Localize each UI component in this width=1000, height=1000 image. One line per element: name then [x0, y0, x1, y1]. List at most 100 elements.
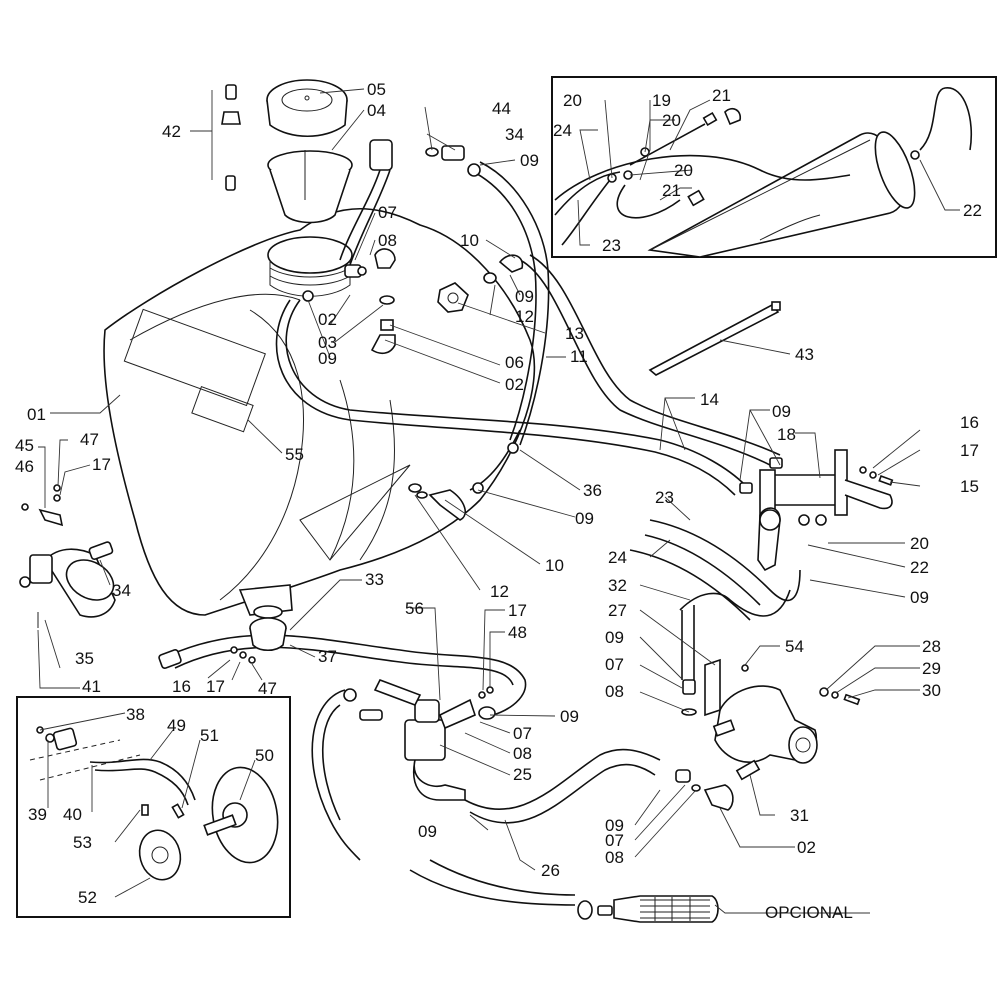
label-17: 17 — [206, 677, 225, 696]
pump — [675, 658, 861, 811]
label-50: 50 — [255, 746, 274, 765]
lid-vent-kit — [221, 84, 241, 191]
label-08: 08 — [605, 682, 624, 701]
label-10: 10 — [545, 556, 564, 575]
label-53: 53 — [73, 833, 92, 852]
label-31: 31 — [790, 806, 809, 825]
label-45: 45 — [15, 436, 34, 455]
label-49: 49 — [167, 716, 186, 735]
label-27: 27 — [608, 601, 627, 620]
label-37: 37 — [318, 647, 337, 666]
label-09: 09 — [575, 509, 594, 528]
label-51: 51 — [200, 726, 219, 745]
label-01: 01 — [27, 405, 46, 424]
agitation-fitting — [339, 139, 393, 266]
label-15: 15 — [960, 477, 979, 496]
label-12: 12 — [515, 307, 534, 326]
label-14: 14 — [700, 390, 719, 409]
callout-labels: 05 04 42 44 34 09 07 08 10 09 02 12 13 0… — [15, 80, 982, 922]
label-22: 22 — [910, 558, 929, 577]
label-42: 42 — [162, 122, 181, 141]
label-40: 40 — [63, 805, 82, 824]
filler-basket — [267, 150, 353, 224]
pressure-valve — [343, 678, 496, 801]
label-07: 07 — [513, 724, 532, 743]
label-34: 34 — [112, 581, 131, 600]
label-39: 39 — [28, 805, 47, 824]
label-23: 23 — [655, 488, 674, 507]
inset-label-20: 20 — [662, 111, 681, 130]
label-07: 07 — [605, 655, 624, 674]
label-09: 09 — [772, 402, 791, 421]
inset-label-20: 20 — [674, 161, 693, 180]
inset-label-22: 22 — [963, 201, 982, 220]
label-29: 29 — [922, 659, 941, 678]
hoses — [169, 161, 801, 906]
inset-label-24: 24 — [553, 121, 572, 140]
label-11: 11 — [570, 347, 588, 366]
inset-label-21: 21 — [662, 181, 681, 200]
label-13: 13 — [565, 324, 584, 343]
pulley-drive-inset — [16, 696, 291, 918]
label-02: 02 — [505, 375, 524, 394]
inset-label-23: 23 — [602, 236, 621, 255]
label-20: 20 — [910, 534, 929, 553]
label-32: 32 — [608, 576, 627, 595]
decal-upper — [123, 308, 266, 407]
label-36: 36 — [583, 481, 602, 500]
label-08: 08 — [605, 848, 624, 867]
label-09: 09 — [560, 707, 579, 726]
tank-lid — [266, 79, 348, 138]
label-46: 46 — [15, 457, 34, 476]
label-41: 41 — [82, 677, 101, 696]
label-09: 09 — [910, 588, 929, 607]
label-54: 54 — [785, 637, 804, 656]
label-09: 09 — [515, 287, 534, 306]
decal-lower — [191, 385, 254, 433]
line-filter — [19, 484, 116, 628]
label-44: 44 — [492, 99, 511, 118]
label-24: 24 — [608, 548, 627, 567]
label-09: 09 — [520, 151, 539, 170]
cable-tie — [648, 301, 781, 376]
label-52: 52 — [78, 888, 97, 907]
label-17: 17 — [508, 601, 527, 620]
inset-label-20: 20 — [563, 91, 582, 110]
label-25: 25 — [513, 765, 532, 784]
label-30: 30 — [922, 681, 941, 700]
label-07: 07 — [378, 203, 397, 222]
label-34: 34 — [505, 125, 524, 144]
label-09: 09 — [605, 628, 624, 647]
label-07: 07 — [605, 831, 624, 850]
inset-label-21: 21 — [712, 86, 731, 105]
label-04: 04 — [367, 101, 386, 120]
cleaning-tank-inset — [551, 76, 997, 258]
label-09: 09 — [605, 816, 624, 835]
label-08: 08 — [513, 744, 532, 763]
label-03: 03 — [318, 333, 337, 352]
label-17: 17 — [960, 441, 979, 460]
label-47: 47 — [80, 430, 99, 449]
label-43: 43 — [795, 345, 814, 364]
tank — [103, 207, 536, 619]
label-06: 06 — [505, 353, 524, 372]
label-16: 16 — [172, 677, 191, 696]
label-47: 47 — [258, 679, 277, 698]
label-09: 09 — [318, 349, 337, 368]
optional-suction-filter — [577, 895, 719, 923]
control-valve-manifold — [739, 449, 894, 572]
label-02: 02 — [318, 310, 337, 329]
label-38: 38 — [126, 705, 145, 724]
fittings — [158, 145, 524, 669]
label-35: 35 — [75, 649, 94, 668]
label-16: 16 — [960, 413, 979, 432]
label-10: 10 — [460, 231, 479, 250]
label-18: 18 — [777, 425, 796, 444]
inset-label-19: 19 — [652, 91, 671, 110]
label-33: 33 — [365, 570, 384, 589]
label-02: 02 — [797, 838, 816, 857]
label-12: 12 — [490, 582, 509, 601]
label-17: 17 — [92, 455, 111, 474]
label-28: 28 — [922, 637, 941, 656]
